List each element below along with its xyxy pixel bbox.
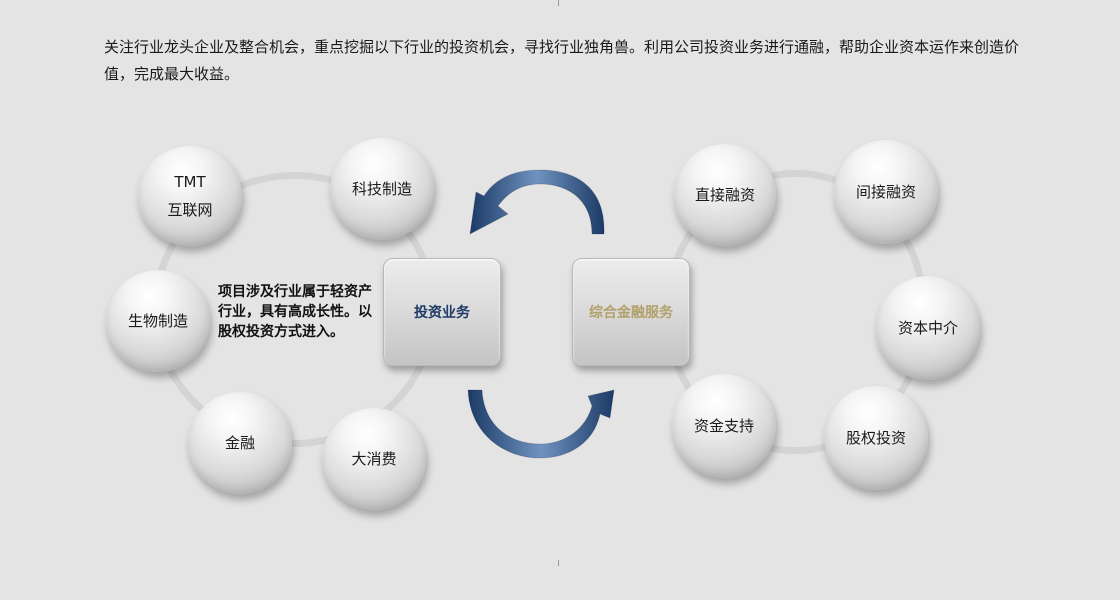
bubble-bio-label: 生物制造 (127, 312, 188, 330)
investment-business-label: 投资业务 (414, 305, 470, 321)
left-note: 项目涉及行业属于轻资产行业，具有高成长性。以股权投资方式进入。 (218, 284, 372, 340)
financial-services-label: 综合金融服务 (589, 305, 673, 321)
intro-text: 关注行业龙头企业及整合机会，重点挖掘以下行业的投资机会，寻找行业独角兽。利用公司… (104, 38, 1020, 83)
bubble-funding-label: 资金支持 (693, 417, 754, 435)
bubble-indirect-financing[interactable]: 间接融资 (834, 140, 938, 244)
bubble-direct-financing[interactable]: 直接融资 (674, 144, 776, 246)
bubble-finance-label: 金融 (224, 434, 255, 452)
bubble-finance[interactable]: 金融 (188, 392, 292, 494)
bubble-tech-manufacturing[interactable]: 科技制造 (330, 138, 434, 240)
top-tick (558, 0, 559, 6)
financial-services-box[interactable]: 综合金融服务 (572, 258, 690, 366)
curved-arrow-up-icon (467, 389, 615, 459)
bubble-tmt-line1: TMT (174, 173, 206, 191)
bubble-capital-intermediary[interactable]: 资本中介 (876, 276, 980, 380)
bubble-direct-label: 直接融资 (694, 186, 755, 204)
bubble-equity-label: 股权投资 (845, 429, 906, 447)
bubble-intermediary-label: 资本中介 (897, 319, 958, 337)
bubble-consumer[interactable]: 大消费 (322, 408, 426, 510)
curved-arrow-left-icon (469, 169, 605, 235)
bubble-bio-manufacturing[interactable]: 生物制造 (106, 270, 210, 372)
investment-business-box[interactable]: 投资业务 (383, 258, 501, 366)
bubble-funding-support[interactable]: 资金支持 (672, 374, 776, 478)
bubble-tech-label: 科技制造 (351, 180, 412, 198)
bottom-tick (558, 560, 559, 566)
bubble-indirect-label: 间接融资 (855, 183, 916, 201)
bubble-tmt-internet[interactable]: TMT 互联网 (138, 146, 242, 246)
bubble-tmt-line2: 互联网 (167, 201, 213, 219)
bubble-consumer-label: 大消费 (351, 450, 397, 468)
bubble-equity-investment[interactable]: 股权投资 (824, 386, 928, 490)
